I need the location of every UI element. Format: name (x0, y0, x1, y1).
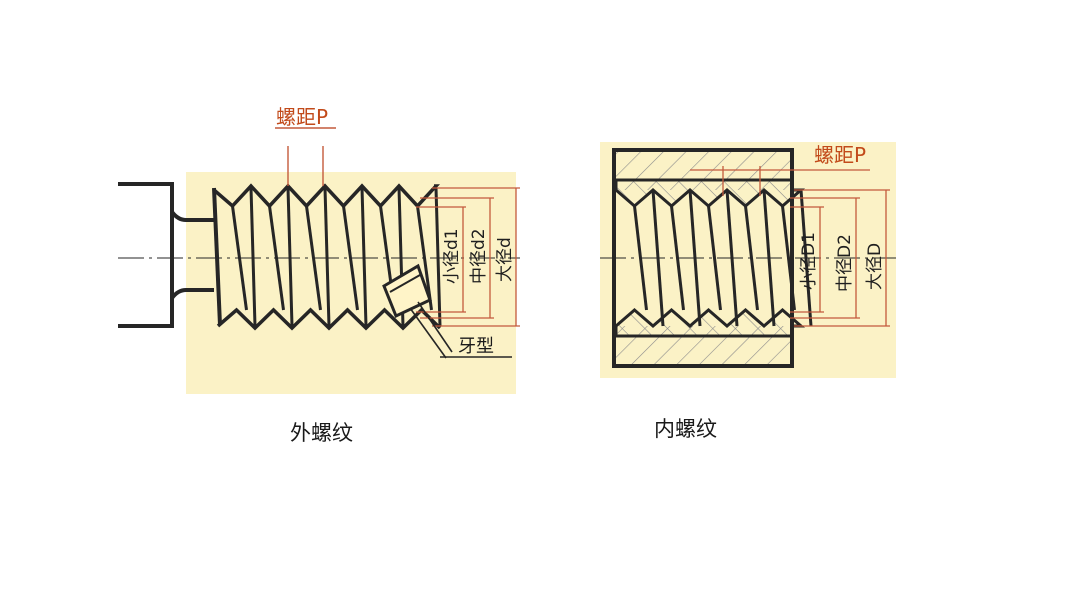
thread-profile-leader (409, 301, 512, 359)
external-pitch-diameter-label: 中径d2 (469, 228, 489, 284)
external-thread-figure: 螺距P 小径d1 中径d2 大径d 牙型 外螺纹 (118, 105, 520, 445)
external-pitch-label: 螺距P (276, 105, 328, 129)
thread-flank (360, 187, 368, 327)
thread-profile-label: 牙型 (458, 336, 494, 357)
external-minor-diameter-label: 小径d1 (442, 228, 462, 284)
thread-flank (323, 187, 331, 327)
thread-flank (342, 205, 359, 311)
external-pitch-dimension (275, 127, 336, 186)
internal-thread-flank (707, 205, 722, 311)
internal-pitch-dimension (690, 166, 870, 196)
internal-diameter-dimensions (790, 189, 890, 327)
external-major-diameter-label: 大径d (495, 237, 515, 282)
internal-major-diameter-label: 大径D (865, 243, 885, 290)
internal-thread-figure: 螺距P 小径D1 中径D2 大径D 内螺纹 (600, 142, 896, 441)
external-diameter-dimensions (416, 187, 520, 327)
internal-minor-diameter-label: 小径D1 (799, 232, 819, 290)
thread-flank (249, 187, 257, 327)
external-thread-caption: 外螺纹 (290, 421, 353, 445)
internal-pitch-label: 螺距P (814, 143, 866, 167)
shaft (118, 182, 214, 328)
internal-pitch-diameter-label: 中径D2 (835, 234, 855, 292)
internal-thread-caption: 内螺纹 (654, 417, 717, 441)
thread-flank (434, 187, 442, 327)
internal-thread-flank (744, 205, 759, 311)
internal-thread-flank (670, 205, 685, 311)
thread-flank (286, 187, 294, 327)
